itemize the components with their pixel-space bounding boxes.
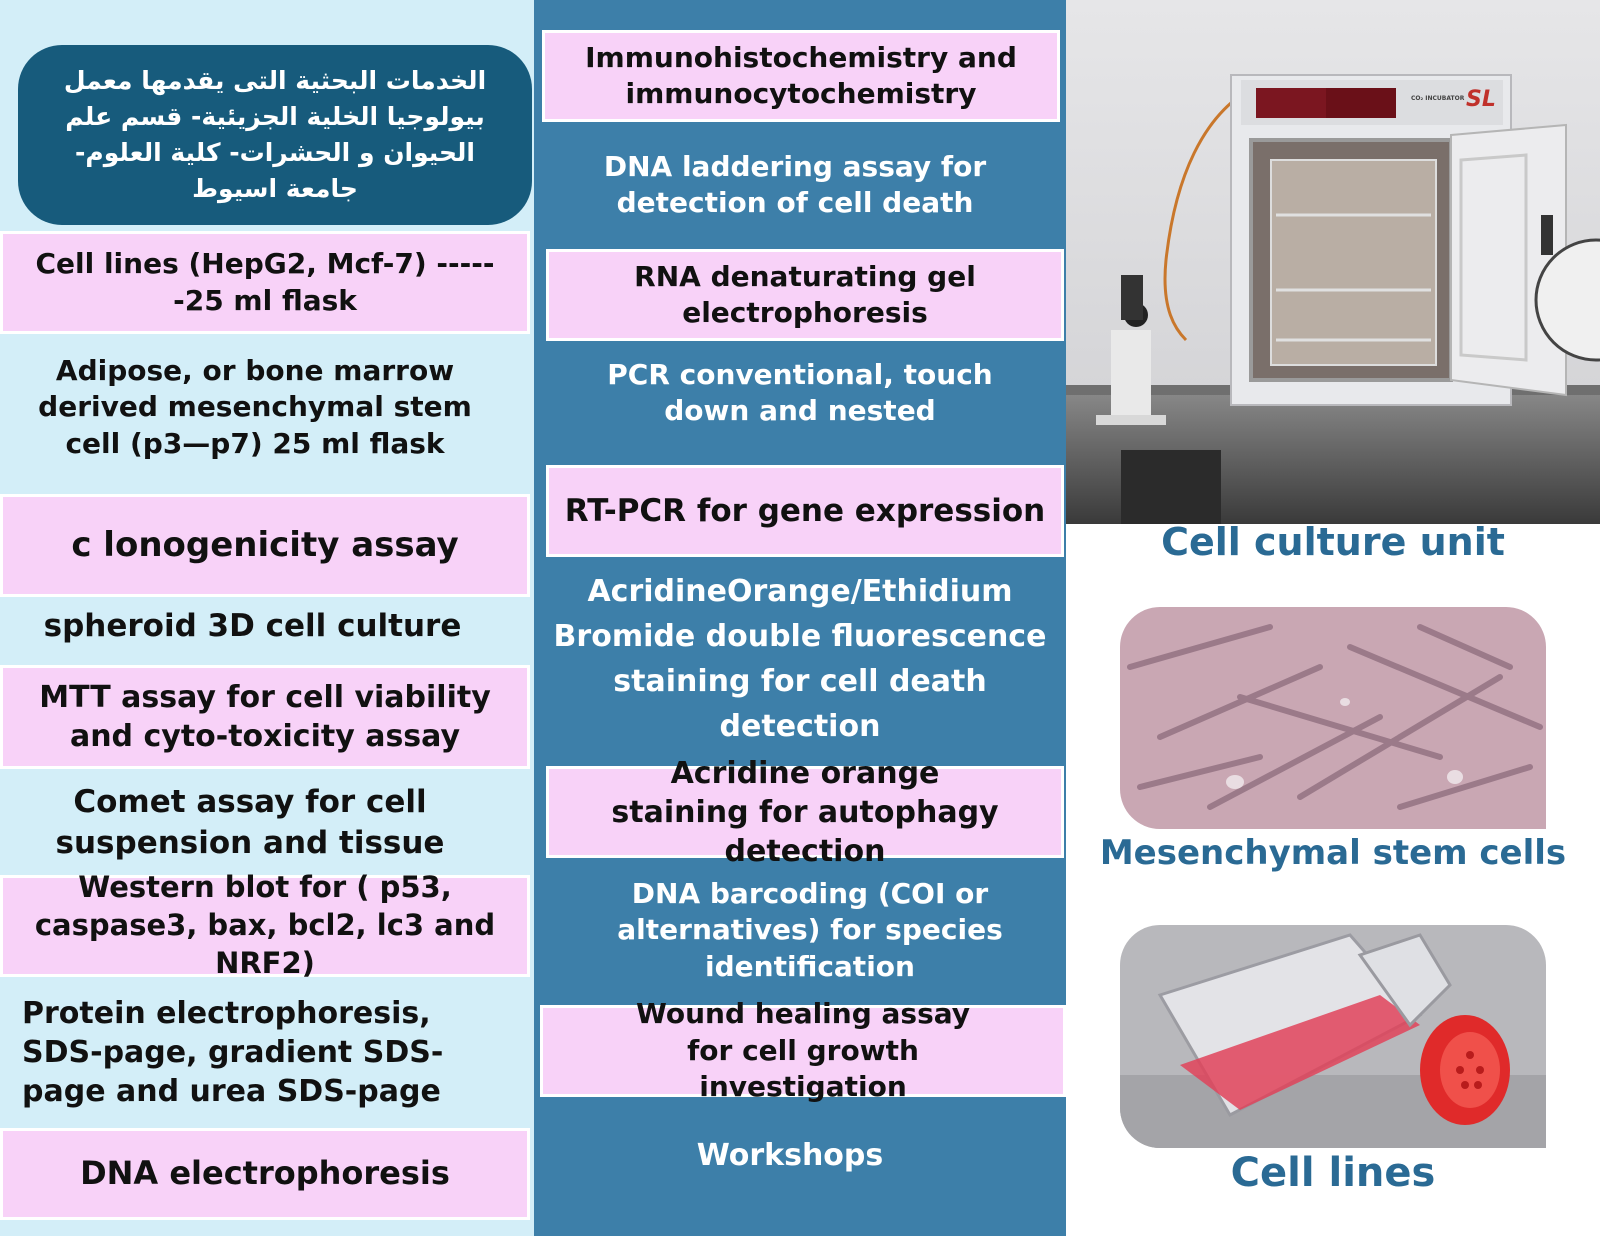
service-ao-eb-staining: AcridineOrange/Ethidium Bromide double f… <box>553 573 1047 744</box>
incubator-illustration: CO₂ INCUBATOR SL <box>1066 0 1600 524</box>
service-clonogenicity-assay: c lonogenicity assay <box>0 494 530 597</box>
service-rt-pcr: RT-PCR for gene expression <box>546 465 1064 557</box>
incubator-photo: CO₂ INCUBATOR SL <box>1066 0 1600 524</box>
incubator-model-label: CO₂ INCUBATOR <box>1411 95 1465 102</box>
service-dna-barcoding: DNA barcoding (COI or alternatives) for … <box>617 876 1003 983</box>
mesenchymal-stem-cells-image <box>1120 607 1546 829</box>
lab-title: الخدمات البحثية التى يقدمها معمل بيولوجي… <box>18 45 532 225</box>
cell-lines-flask-image <box>1120 925 1546 1148</box>
culture-flask-illustration <box>1120 925 1546 1148</box>
caption-cell-culture-unit: Cell culture unit <box>1161 520 1505 564</box>
service-protein-electrophoresis: Protein electrophoresis, SDS-page, gradi… <box>22 996 444 1109</box>
service-dna-electrophoresis: DNA electrophoresis <box>0 1128 530 1220</box>
service-workshops: Workshops <box>696 1137 884 1173</box>
caption-mesenchymal-stem-cells: Mesenchymal stem cells <box>1099 833 1567 873</box>
service-comet-assay: Comet assay for cell suspension and tiss… <box>55 784 445 861</box>
service-mesenchymal-stem-cells: Adipose, or bone marrow derived mesenchy… <box>38 353 472 460</box>
service-dna-laddering: DNA laddering assay for detection of cel… <box>603 149 987 219</box>
service-western-blot: Western blot for ( p53, caspase3, bax, b… <box>0 870 530 980</box>
service-acridine-orange-autophagy: Acridine orange staining for autophagy d… <box>546 756 1064 869</box>
incubator-brand-label: SL <box>1466 87 1496 112</box>
service-immunohistochemistry: Immunohistochemistry and immunocytochemi… <box>542 30 1060 122</box>
msc-micrograph <box>1120 607 1546 829</box>
service-rna-gel: RNA denaturating gel electrophoresis <box>546 249 1064 341</box>
service-spheroid-culture: spheroid 3D cell culture <box>43 607 462 644</box>
service-mtt-assay: MTT assay for cell viability and cyto-to… <box>0 665 530 769</box>
service-pcr: PCR conventional, touch down and nested <box>607 357 993 427</box>
service-cell-lines: Cell lines (HepG2, Mcf-7) ------25 ml fl… <box>0 231 530 334</box>
caption-cell-lines: Cell lines <box>1230 1150 1436 1196</box>
service-wound-healing: Wound healing assay for cell growth inve… <box>540 997 1066 1103</box>
